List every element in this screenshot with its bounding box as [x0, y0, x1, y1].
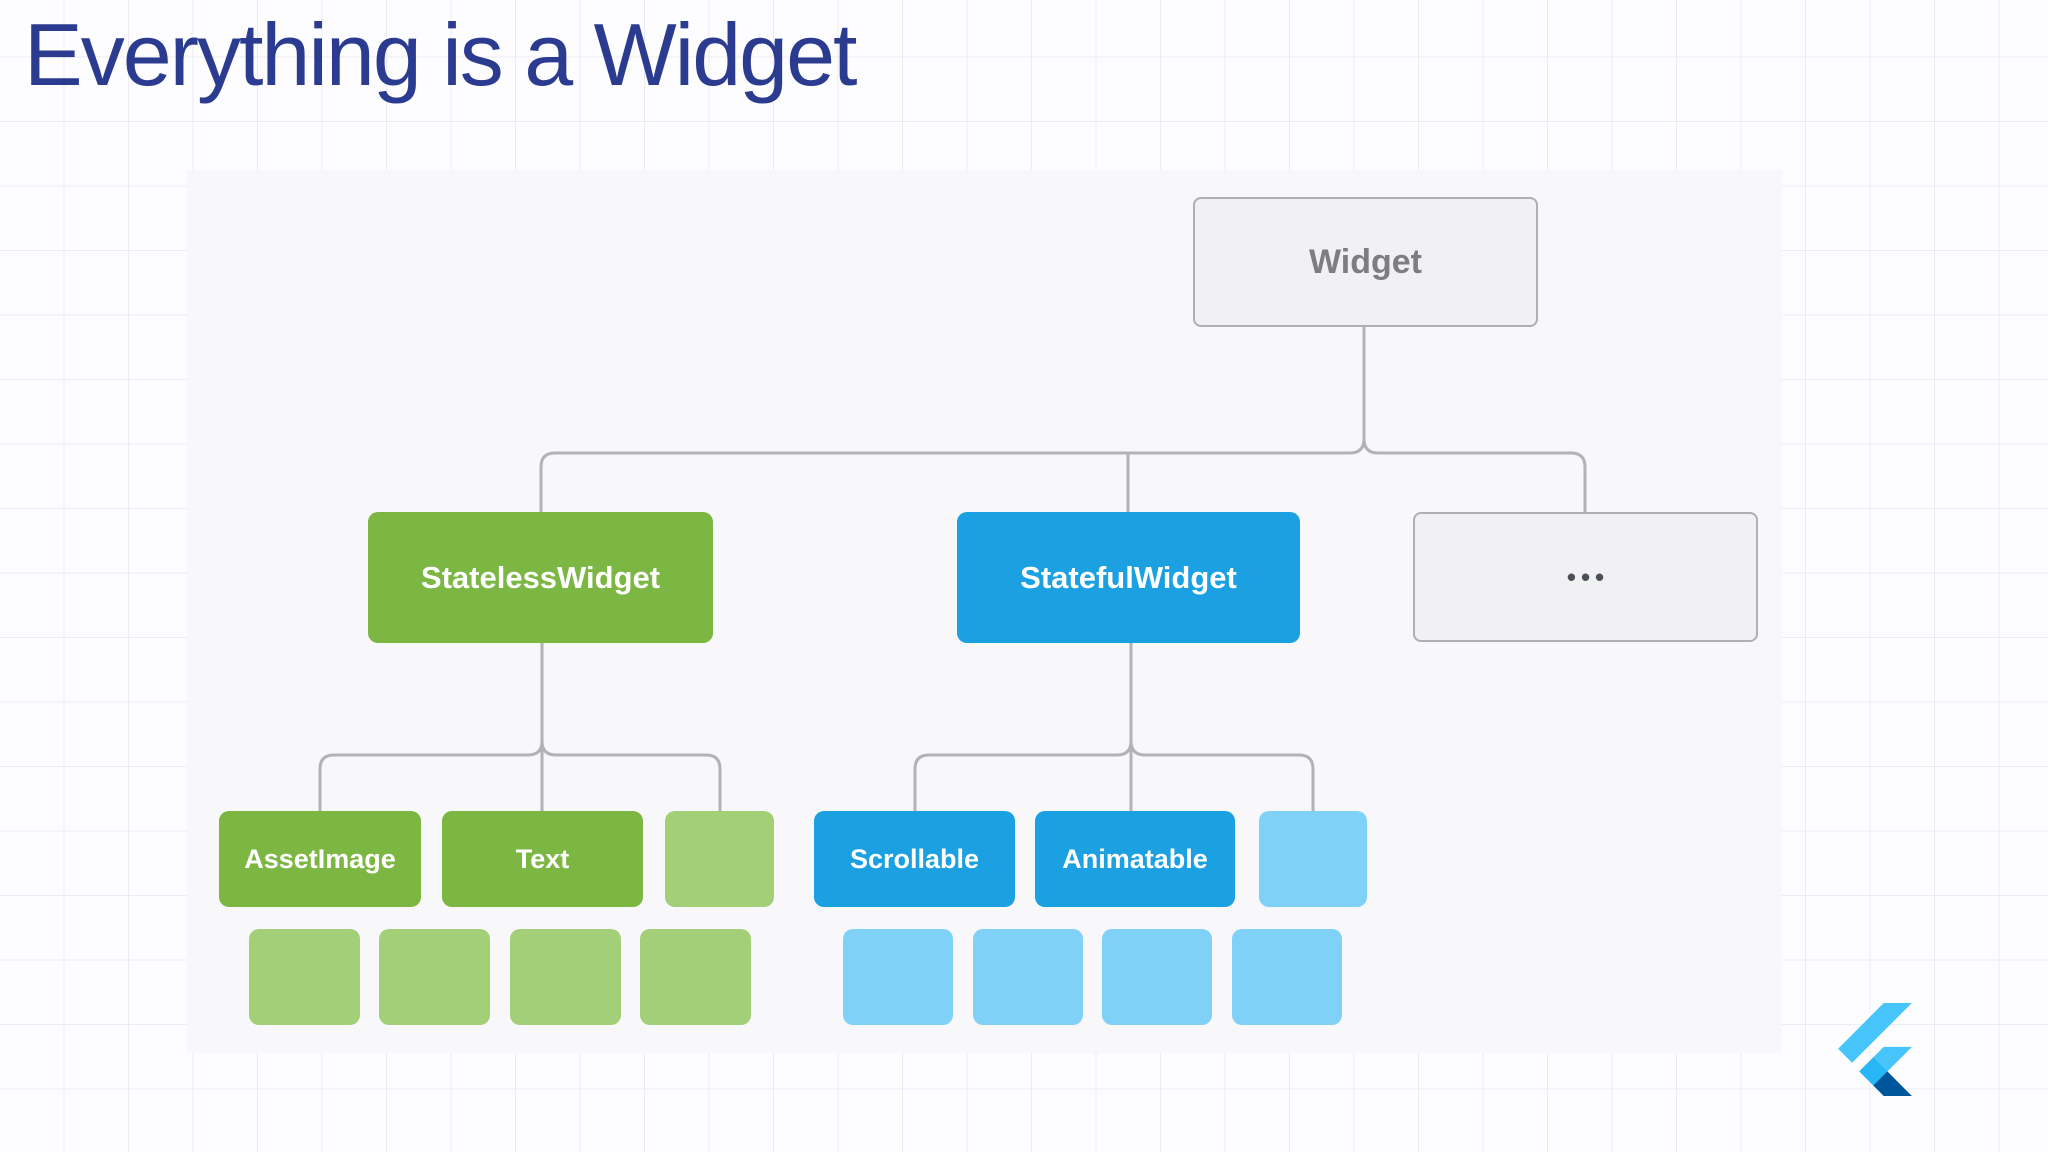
node-widget-root-label: Widget	[1308, 242, 1422, 281]
placeholder-box-blue	[1102, 929, 1212, 1025]
node-stateless-widget-label: StatelessWidget	[420, 559, 661, 595]
node-stateless-widget: StatelessWidget	[368, 512, 713, 643]
node-text: Text	[442, 811, 643, 907]
placeholder-box-green	[510, 929, 621, 1025]
placeholder-box-blue	[973, 929, 1083, 1025]
node-asset-image: AssetImage	[219, 811, 421, 907]
node-other-widgets-ellipsis: •••	[1413, 512, 1758, 642]
placeholder-box-blue	[1232, 929, 1342, 1025]
node-stateful-widget: StatefulWidget	[957, 512, 1300, 643]
placeholder-box-green	[249, 929, 360, 1025]
node-asset-image-label: AssetImage	[244, 843, 396, 874]
node-stateful-unlabeled	[1259, 811, 1367, 907]
node-stateful-widget-label: StatefulWidget	[1020, 559, 1237, 595]
placeholder-box-blue	[843, 929, 953, 1025]
node-stateless-unlabeled	[665, 811, 774, 907]
flutter-logo-icon	[1838, 1003, 1912, 1096]
node-scrollable: Scrollable	[814, 811, 1015, 907]
node-widget-root: Widget	[1193, 197, 1538, 327]
node-text-label: Text	[515, 843, 570, 874]
placeholder-box-green	[640, 929, 751, 1025]
diagram-panel: Widget StatelessWidget StatefulWidget ••…	[187, 170, 1782, 1053]
node-animatable: Animatable	[1035, 811, 1235, 907]
ellipsis-dots: •••	[1566, 561, 1610, 592]
slide-title: Everything is a Widget	[24, 5, 857, 104]
placeholder-box-green	[379, 929, 490, 1025]
tree-connector-lines	[318, 325, 1587, 813]
node-scrollable-label: Scrollable	[849, 843, 980, 874]
node-animatable-label: Animatable	[1062, 843, 1208, 874]
